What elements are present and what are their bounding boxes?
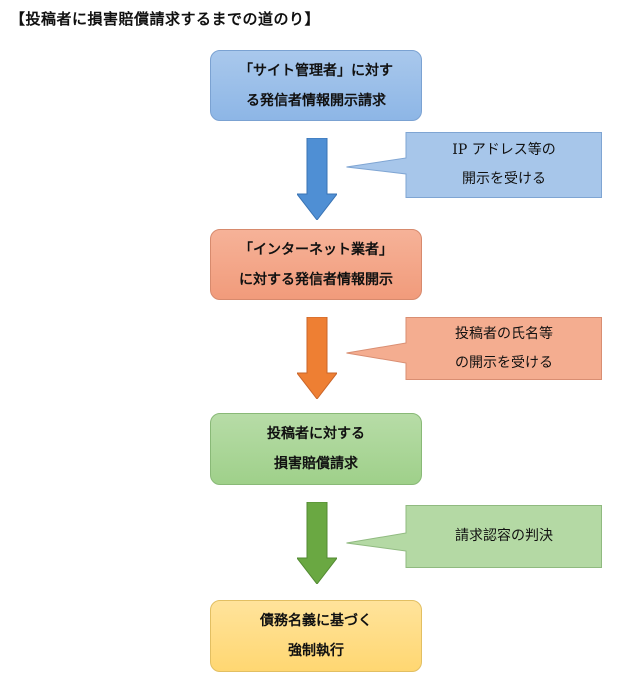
step-isp-disclosure: 「インターネット業者」 に対する発信者情報開示 xyxy=(210,229,422,300)
callout-2-line-2: の開示を受ける xyxy=(455,355,553,371)
step-4-line-1: 債務名義に基づく xyxy=(260,613,372,629)
callout-3-line-1: 請求認容の判決 xyxy=(455,528,553,544)
callout-poster-name xyxy=(346,317,602,380)
callout-ip-address xyxy=(346,132,602,198)
step-compulsory-execution: 債務名義に基づく 強制執行 xyxy=(210,600,422,672)
down-arrow-1 xyxy=(297,138,337,220)
step-damages-claim: 投稿者に対する 損害賠償請求 xyxy=(210,413,422,485)
callout-name-text: 投稿者の氏名等 の開示を受ける xyxy=(406,320,602,378)
callout-judgment xyxy=(346,505,602,568)
step-4-line-2: 強制執行 xyxy=(288,643,344,659)
step-3-line-1: 投稿者に対する xyxy=(267,426,365,442)
callout-1-line-1: IP アドレス等の xyxy=(452,142,556,158)
step-site-admin-request: 「サイト管理者」に対す る発信者情報開示請求 xyxy=(210,50,422,121)
down-arrow-3 xyxy=(297,502,337,584)
callout-1-line-2: 開示を受ける xyxy=(462,171,546,187)
step-3-line-2: 損害賠償請求 xyxy=(274,456,358,472)
callout-2-line-1: 投稿者の氏名等 xyxy=(455,326,553,342)
step-1-line-1: 「サイト管理者」に対す xyxy=(239,62,393,79)
diagram-title: 【投稿者に損害賠償請求するまでの道のり】 xyxy=(10,10,321,28)
callout-judgment-text: 請求認容の判決 xyxy=(406,522,602,551)
down-arrow-2 xyxy=(297,317,337,399)
step-1-line-2: る発信者情報開示請求 xyxy=(246,92,386,109)
step-2-line-2: に対する発信者情報開示 xyxy=(239,271,393,288)
callout-ip-text: IP アドレス等の 開示を受ける xyxy=(406,136,602,194)
step-2-line-1: 「インターネット業者」 xyxy=(239,241,393,258)
